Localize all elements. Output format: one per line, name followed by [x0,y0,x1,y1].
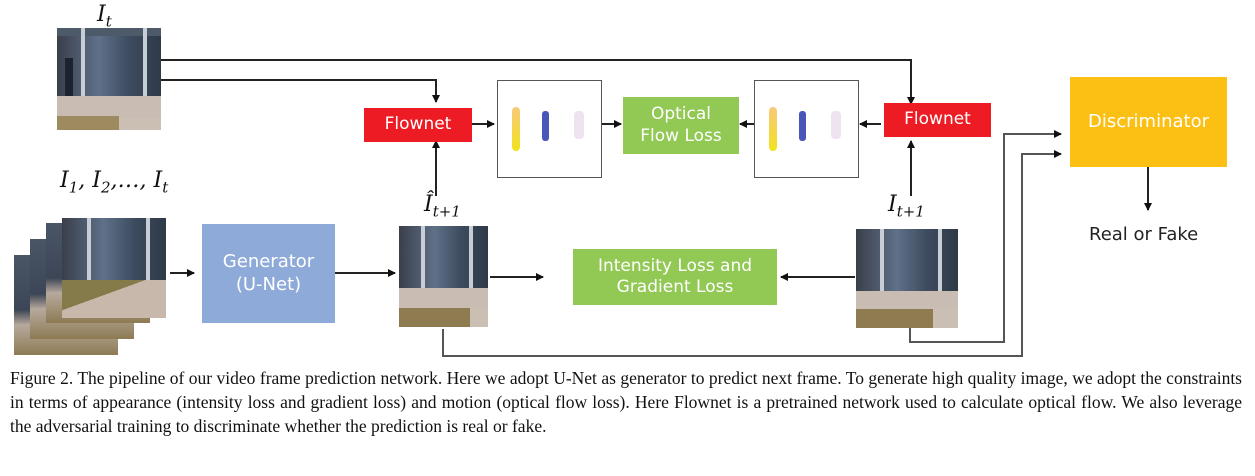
generator-block: Generator (U-Net) [202,224,335,323]
discriminator-block: Discriminator [1070,77,1227,167]
figure-caption: Figure 2. The pipeline of our video fram… [10,368,1242,436]
math-base: I [92,168,101,193]
flownet-right-label: Flownet [904,109,971,130]
stack-frame-front [62,218,166,318]
math-subscript: t [105,12,112,31]
label-predicted-frame: Ît+1 [424,192,461,220]
math-base: I [60,168,69,193]
pipeline-diagram: It I1, I2,…, It Generator (U-Net) Ît+1 [14,2,1227,357]
edge-it-to-flownet-left [161,79,440,103]
math-base: Î [424,192,433,217]
optical-flow-map-ground-truth [754,80,859,178]
math-subscript: t+1 [896,202,925,221]
math-subscript: t+1 [432,202,461,221]
edge-gt-to-discriminator [909,130,1062,343]
edge-pred-to-discriminator [442,150,1062,357]
label-current-frame: It [97,2,112,30]
current-frame-image [57,28,161,130]
flownet-right-block: Flownet [884,103,991,137]
optical-flow-loss-label-line2: Flow Loss [640,125,722,146]
optical-flow-map-predicted [497,80,602,178]
flownet-left-label: Flownet [384,114,452,135]
discriminator-label: Discriminator [1088,110,1209,132]
generator-sublabel: (U-Net) [235,273,302,295]
output-label: Real or Fake [1089,224,1199,245]
optical-flow-loss-label-line1: Optical [650,104,712,125]
math-subscript: t [162,178,169,197]
intensity-gradient-loss-block: Intensity Loss and Gradient Loss [573,249,777,305]
edge-it-to-flownet-right [161,59,915,105]
ground-truth-frame-image [856,229,958,328]
intensity-loss-label: Intensity Loss and [597,255,753,276]
math-base: I [97,2,106,27]
optical-flow-loss-block: Optical Flow Loss [623,97,739,154]
connector-layer [161,59,1152,357]
label-ground-truth-frame: It+1 [888,192,925,220]
label-input-sequence: I1, I2,…, It [60,168,169,197]
predicted-frame-image [399,226,488,327]
math-ellipsis: … [117,168,140,193]
math-subscript: 2 [100,178,111,197]
generator-label: Generator [222,251,315,272]
gradient-loss-label: Gradient Loss [616,277,734,297]
flownet-left-block: Flownet [364,108,472,142]
math-base: I [888,192,897,217]
math-base: I [153,168,163,193]
math-subscript: 1 [68,178,79,197]
